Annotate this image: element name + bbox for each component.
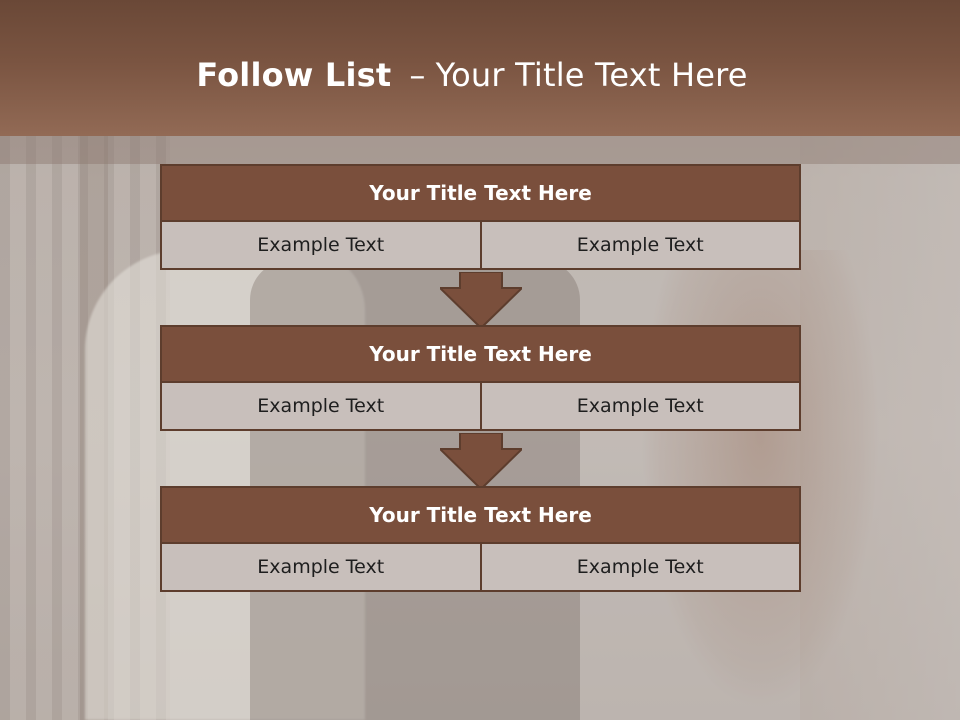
list-block-2: Your Title Text Here Example Text Exampl… xyxy=(160,325,801,431)
header-band xyxy=(0,0,960,136)
block-cell-left: Example Text xyxy=(162,544,480,590)
slide-title-rest: Your Title Text Here xyxy=(435,56,748,94)
block-cell-right: Example Text xyxy=(479,222,799,268)
list-block-1: Your Title Text Here Example Text Exampl… xyxy=(160,164,801,270)
slide-title: Follow List–Your Title Text Here xyxy=(0,56,944,94)
down-arrow-icon xyxy=(440,433,522,489)
block-title: Your Title Text Here xyxy=(160,164,801,222)
block-cell-left: Example Text xyxy=(162,383,480,429)
block-cell-left: Example Text xyxy=(162,222,480,268)
block-cell-right: Example Text xyxy=(479,544,799,590)
slide-title-bold: Follow List xyxy=(196,56,392,94)
block-title: Your Title Text Here xyxy=(160,325,801,383)
list-block-3: Your Title Text Here Example Text Exampl… xyxy=(160,486,801,592)
block-row: Example Text Example Text xyxy=(160,544,801,592)
slide-title-separator: – xyxy=(409,56,426,94)
block-cell-right: Example Text xyxy=(479,383,799,429)
down-arrow-icon xyxy=(440,272,522,328)
block-row: Example Text Example Text xyxy=(160,383,801,431)
block-title: Your Title Text Here xyxy=(160,486,801,544)
block-row: Example Text Example Text xyxy=(160,222,801,270)
header-shadow xyxy=(0,136,960,164)
background-right-wall xyxy=(800,136,960,720)
